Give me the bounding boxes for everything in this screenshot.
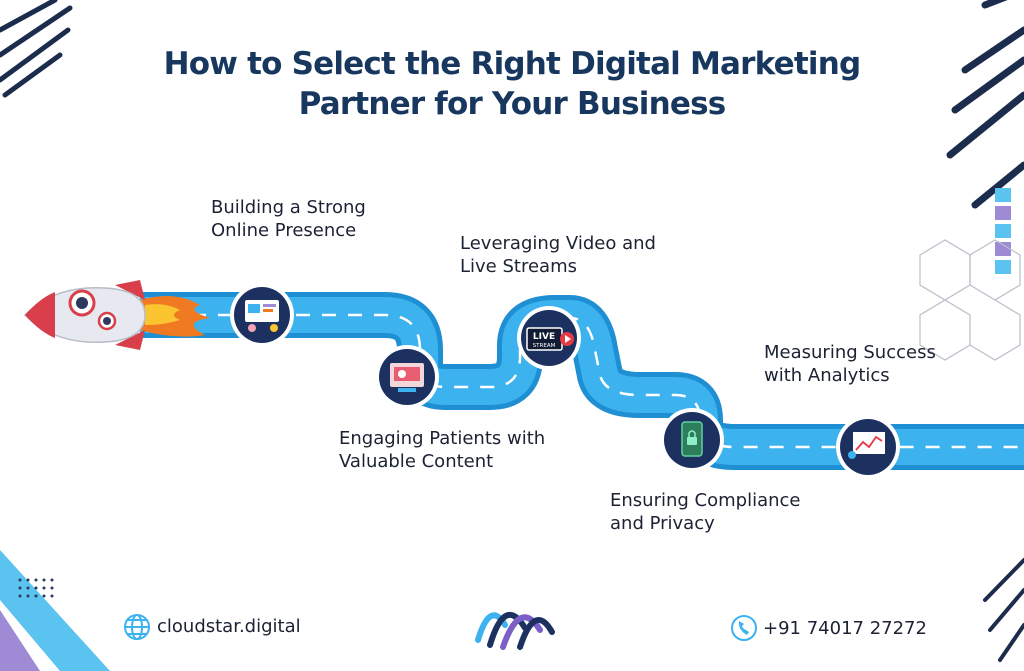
- brand-logo: [475, 612, 555, 650]
- decorative-hexagon-pattern: [919, 239, 1021, 361]
- live-badge-top: LIVE: [533, 332, 555, 342]
- phone-number[interactable]: +91 74017 27272: [763, 618, 927, 639]
- decorative-stripes-bottom-left: [0, 550, 110, 671]
- phone-lock-icon: [681, 421, 703, 457]
- website-building-icon: [245, 300, 279, 332]
- decorative-scribble-bottom-right: [983, 558, 1024, 662]
- step-3-marker: LIVE STREAM: [517, 306, 581, 370]
- phone-icon: [731, 615, 757, 641]
- title-line-1: How to Select the Right Digital Marketin…: [163, 46, 862, 82]
- step-4-marker: [660, 408, 724, 472]
- website-link[interactable]: cloudstar.digital: [157, 616, 301, 637]
- decorative-scribble-top-left: [0, 0, 73, 98]
- rocket-icon: [23, 280, 210, 350]
- step-5-label: Measuring Success with Analytics: [764, 342, 936, 386]
- content-creation-icon: [390, 363, 424, 392]
- title-line-2: Partner for Your Business: [298, 86, 727, 122]
- decorative-scribble-top-right: [946, 0, 1024, 209]
- step-2-label: Engaging Patients with Valuable Content: [339, 428, 546, 472]
- decorative-stripes-right: [995, 188, 1011, 274]
- step-1-label: Building a Strong Online Presence: [211, 197, 366, 241]
- live-stream-icon: LIVE STREAM: [526, 327, 574, 351]
- step-3-label: Leveraging Video and Live Streams: [460, 233, 656, 277]
- page-title: How to Select the Right Digital Marketin…: [0, 44, 1024, 124]
- step-1-marker: [230, 283, 294, 347]
- step-2-marker: [375, 345, 439, 409]
- live-badge-bottom: STREAM: [533, 343, 556, 349]
- step-5-marker: [836, 415, 900, 479]
- analytics-board-icon: [848, 432, 885, 459]
- step-4-label: Ensuring Compliance and Privacy: [610, 490, 801, 534]
- globe-icon: [124, 614, 150, 640]
